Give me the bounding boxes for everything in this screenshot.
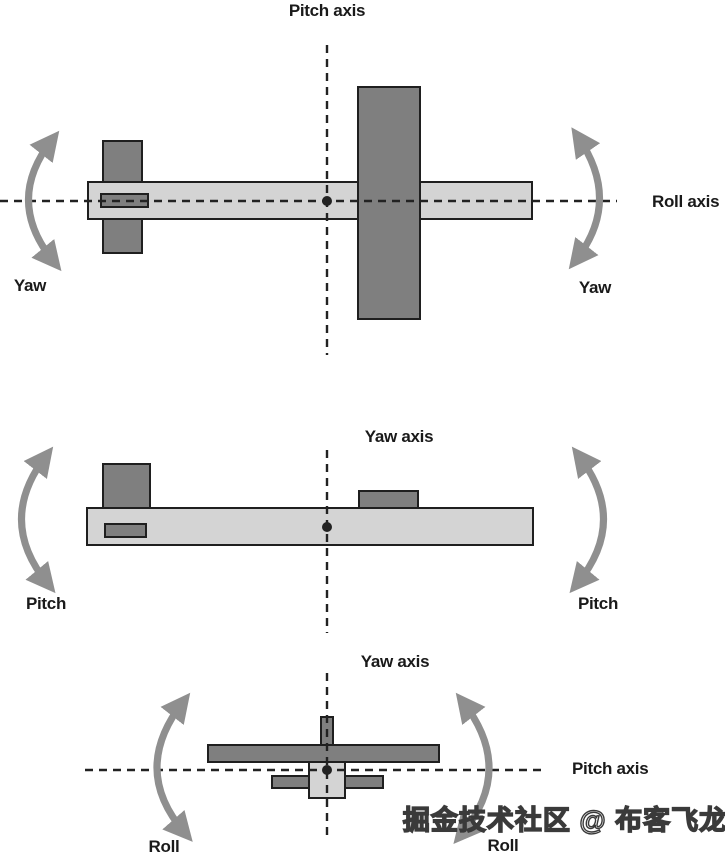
- roll-arrow-left-icon: [153, 692, 193, 842]
- top-view: [0, 45, 617, 355]
- top-view-yaw-label-left: Yaw: [13, 276, 47, 295]
- side-view-tail-fin: [102, 463, 151, 509]
- front-view-roll-label-right: Roll: [487, 836, 519, 855]
- side-view-pitch-label-right: Pitch: [577, 594, 619, 613]
- side-view-yaw-axis-label: Yaw axis: [364, 427, 434, 446]
- watermark-text: 掘金技术社区 @ 布客飞龙: [402, 805, 725, 836]
- pitch-arrow-right-icon: [569, 446, 607, 594]
- pitch-arrow-left-icon: [18, 446, 56, 594]
- side-view: [18, 446, 607, 633]
- top-view-center-point: [322, 196, 332, 206]
- side-view-cockpit: [104, 523, 147, 538]
- roll-arrow-right-icon: [453, 692, 493, 844]
- side-view-center-point: [322, 522, 332, 532]
- front-view-yaw-axis-label: Yaw axis: [360, 652, 430, 671]
- top-view-roll-axis-label: Roll axis: [652, 192, 720, 211]
- side-view-fuselage: [86, 507, 534, 546]
- front-view-pitch-axis-label: Pitch axis: [572, 759, 649, 778]
- yaw-arrow-right-icon: [568, 127, 603, 270]
- side-view-wing-block: [358, 490, 419, 509]
- front-view-wing: [207, 744, 440, 763]
- top-view-pitch-axis-label: Pitch axis: [288, 1, 366, 20]
- top-view-yaw-label-right: Yaw: [578, 278, 612, 297]
- front-view: [85, 673, 543, 844]
- front-view-roll-label-left: Roll: [148, 837, 180, 856]
- front-view-center-point: [322, 765, 332, 775]
- side-view-pitch-label-left: Pitch: [25, 594, 67, 613]
- top-view-wing: [357, 86, 421, 320]
- yaw-arrow-left-icon: [25, 130, 62, 272]
